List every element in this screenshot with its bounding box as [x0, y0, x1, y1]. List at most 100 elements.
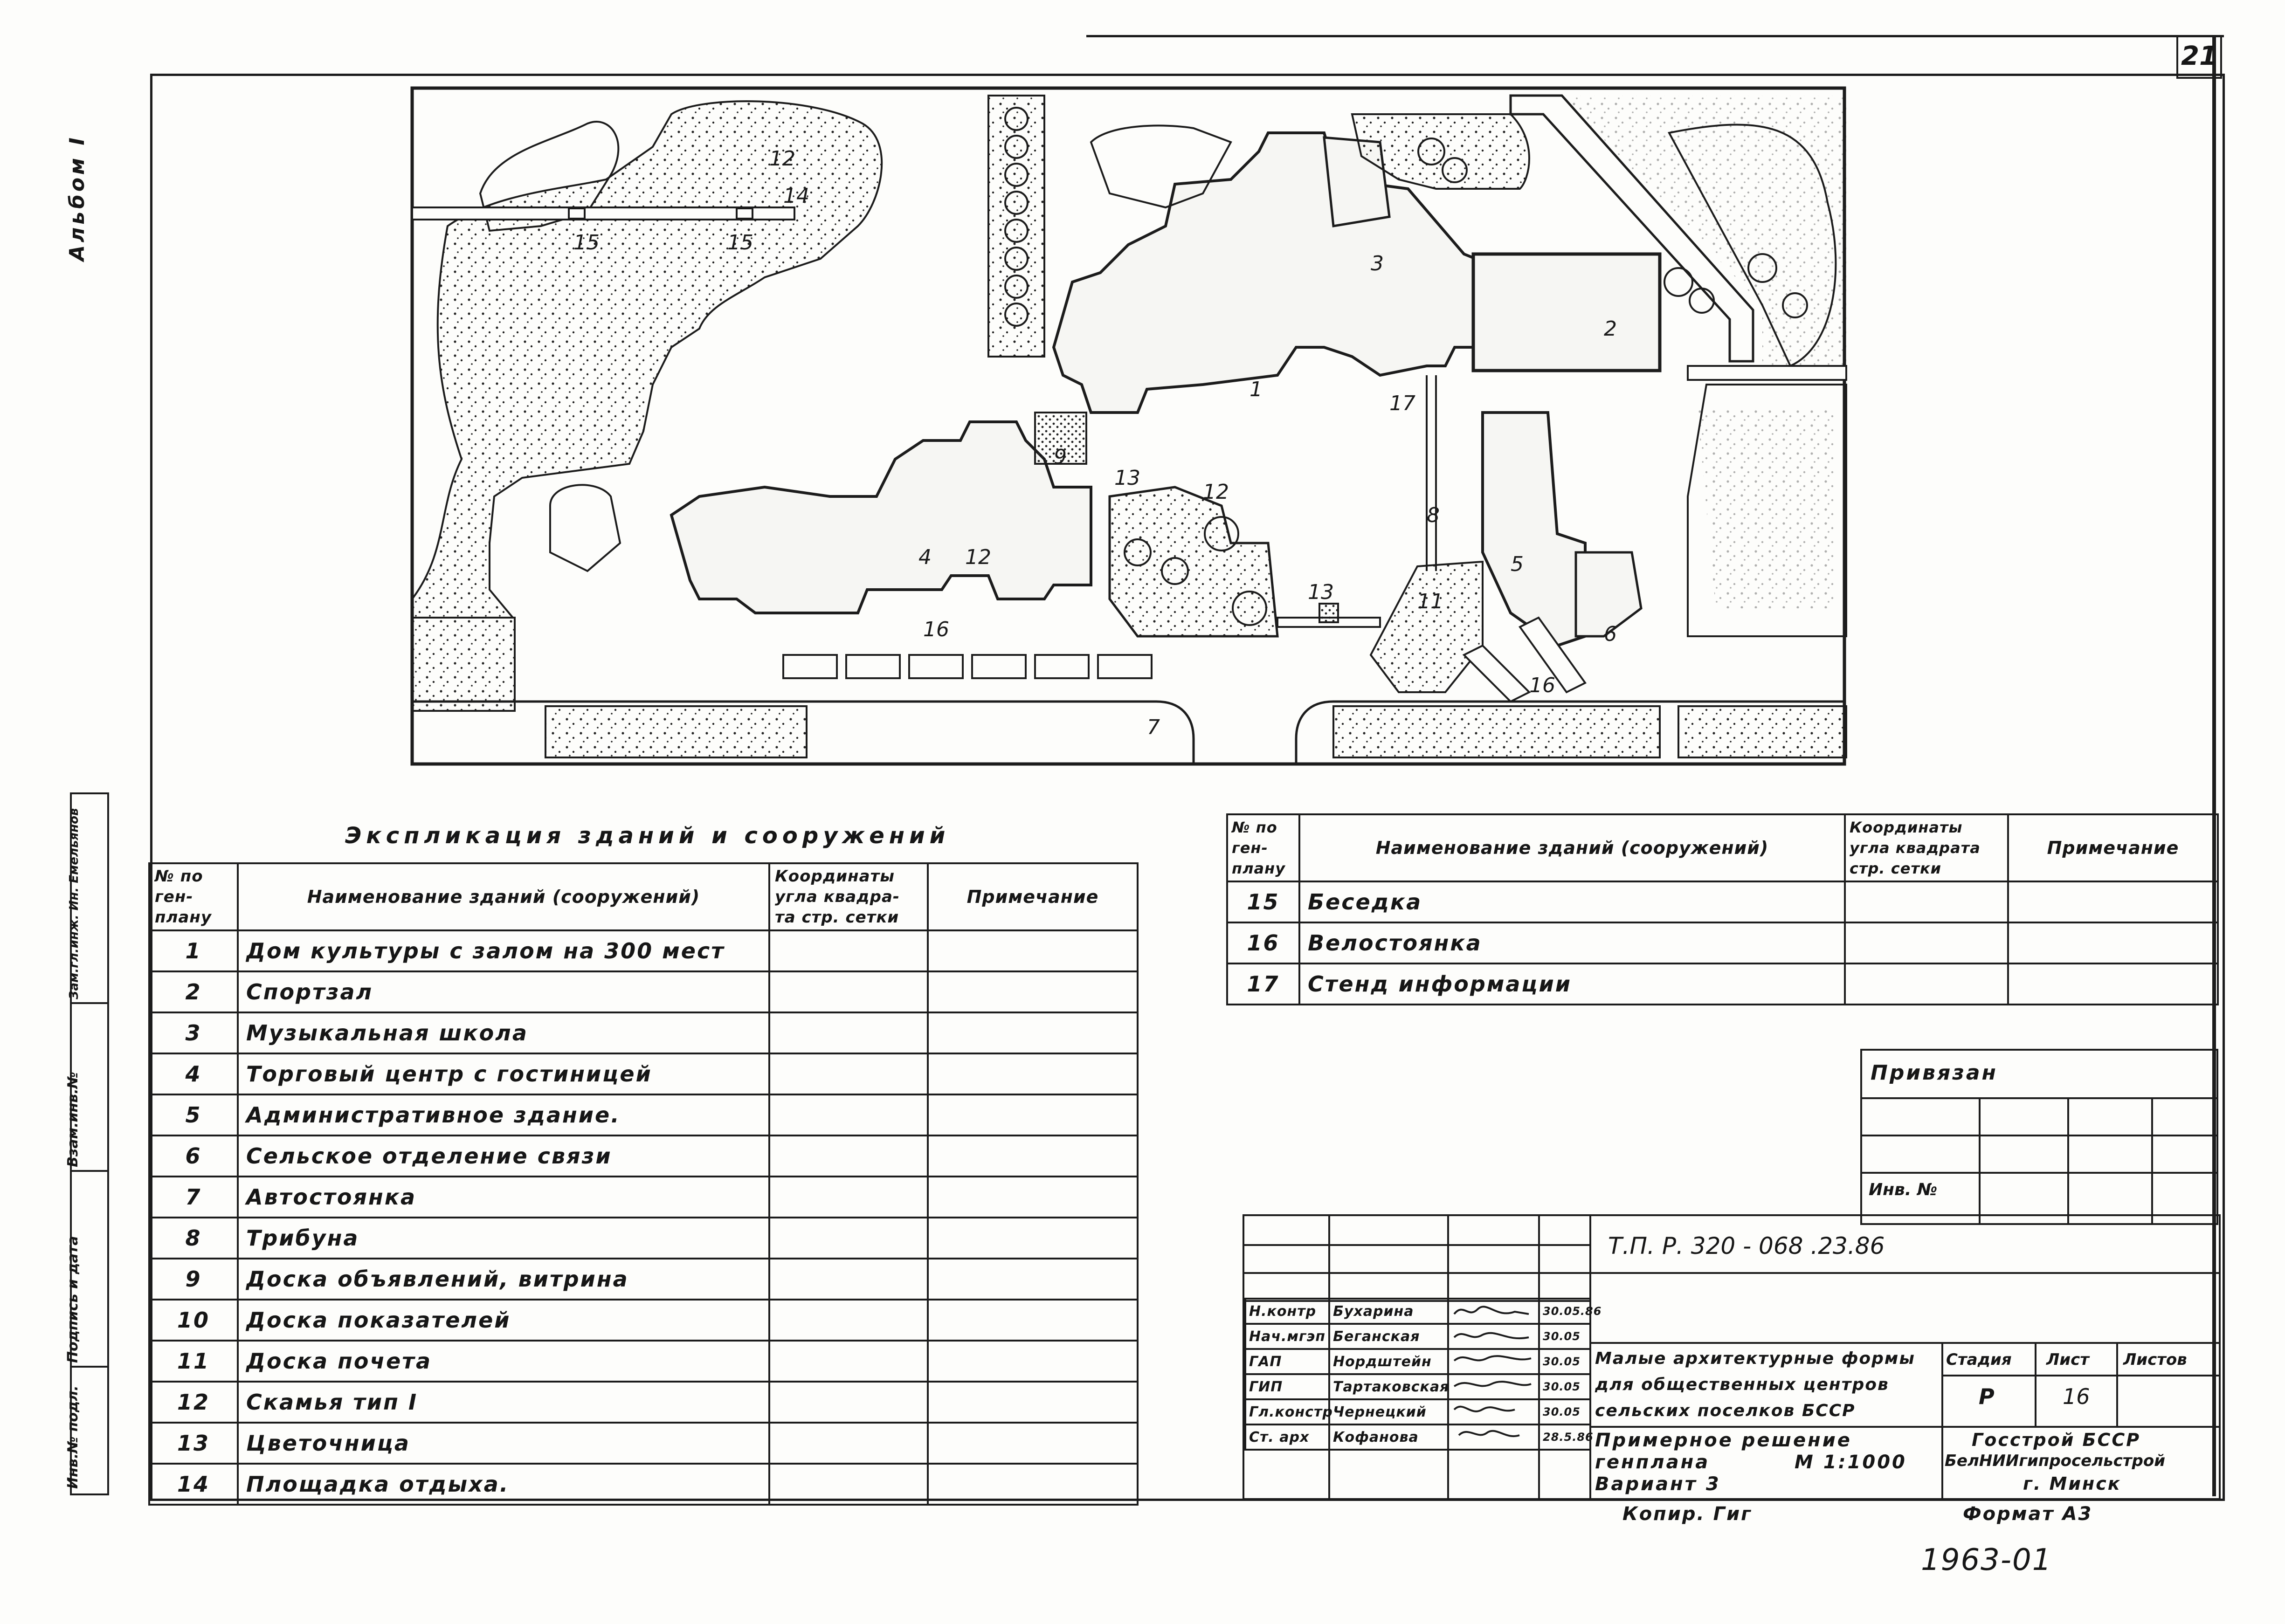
plan-label: 15 — [573, 231, 600, 255]
top-edge-line — [1086, 35, 2224, 37]
green-zone — [549, 484, 621, 572]
green-zone — [1562, 96, 1846, 375]
plan-label: 12 — [965, 545, 991, 569]
green-zone — [1697, 408, 1837, 608]
scale: М 1:1000 — [1795, 1452, 1907, 1473]
road-bottom — [412, 700, 1844, 765]
site-plan: 1 2 3 4 5 6 7 8 9 11 12 12 12 13 13 14 1… — [410, 86, 1847, 766]
plan-label: 5 — [1511, 552, 1524, 576]
project-title: Малые архитектурные формы для общественн… — [1595, 1349, 1915, 1420]
drawing-title-2: генплана — [1595, 1452, 1710, 1473]
road — [411, 206, 795, 220]
green-zone — [1667, 124, 1837, 367]
tree-alley — [987, 95, 1045, 358]
org-3: г. Минск — [2023, 1473, 2121, 1494]
plan-label: 6 — [1604, 622, 1617, 646]
plan-label: 14 — [783, 184, 809, 208]
col-header: Наименование зданий (сооружений) — [1298, 813, 1846, 882]
explication-title: Экспликация зданий и сооружений — [345, 823, 950, 849]
col-header: Примечание — [2007, 813, 2219, 882]
road — [1687, 365, 1847, 381]
binding-inv-label: Инв. № — [1869, 1180, 1938, 1199]
building-6 — [1574, 551, 1643, 638]
plan-label: 16 — [923, 618, 949, 641]
plan-label: 12 — [1203, 480, 1229, 504]
plan-label: 2 — [1604, 317, 1617, 341]
green-zone — [1687, 384, 1847, 637]
page-number: 21 — [2176, 35, 2222, 79]
green-zone — [1351, 113, 1530, 190]
binding-block: Привязан Инв. № — [1860, 1049, 2218, 1225]
trees-right — [1664, 253, 1808, 318]
side-stamp-cell: Зам.гл.инж. Ин. Емельянов — [67, 808, 81, 999]
path — [1426, 375, 1437, 571]
plan-labels: 1 2 3 4 5 6 7 8 9 11 12 12 12 13 13 14 1… — [573, 147, 1617, 739]
stage-header: Стадия — [1946, 1350, 2012, 1369]
col-header: № по ген- плану — [148, 862, 239, 931]
honor-board-area — [1369, 560, 1484, 693]
table-header: № по ген- плану Наименование зданий (соо… — [148, 862, 1139, 931]
side-stamp-cell: Инв.№ подл. — [65, 1366, 107, 1493]
doc-code: Т.П. Р. 320 - 068 .23.86 — [1608, 1232, 1885, 1259]
path — [1277, 617, 1381, 628]
diagonal-strips — [1462, 616, 1587, 703]
board-9 — [1034, 412, 1087, 465]
green-zone — [1332, 705, 1661, 758]
sheet-frame — [150, 74, 2225, 1501]
signature-scribbles — [1453, 1306, 1532, 1437]
sheet-frame-right-edge — [2212, 37, 2216, 1496]
plan-label: 11 — [1417, 590, 1443, 613]
building-4 — [670, 420, 1092, 614]
side-stamp-cell: Взам.инв.№ — [65, 1002, 107, 1172]
plan-label: 8 — [1427, 503, 1440, 527]
green-zone — [1678, 705, 1847, 758]
plan-label: 1 — [1250, 378, 1263, 401]
drawing-title-3: Вариант 3 — [1595, 1473, 1721, 1495]
table-header: № по ген- плану Наименование зданий (соо… — [1226, 813, 2219, 882]
stage-value: Р — [1979, 1384, 1995, 1409]
building-1-complex — [1052, 131, 1522, 414]
plan-label: 17 — [1389, 392, 1415, 415]
org-1: Госстрой БССР — [1972, 1430, 2141, 1450]
building-2 — [1471, 252, 1662, 372]
explication-table: № по ген- плану Наименование зданий (соо… — [148, 862, 1139, 1506]
plan-label: 4 — [918, 545, 932, 569]
corner-number: 1963-01 — [1921, 1543, 2052, 1577]
tree-alley-trees — [1004, 107, 1029, 327]
plaza-trees — [1124, 516, 1267, 626]
road — [1509, 94, 1754, 363]
plan-label: 12 — [769, 147, 795, 171]
format-label: Формат А3 — [1963, 1503, 2093, 1525]
pavilion-15 — [736, 207, 753, 220]
plan-label: 9 — [1054, 445, 1067, 469]
green-zone — [545, 705, 808, 758]
side-stamp: Инв.№ подл. Подпись и дата Взам.инв.№ За… — [65, 792, 109, 1495]
green-zone — [411, 617, 516, 712]
green-zone — [1090, 124, 1232, 209]
col-header: Примечание — [927, 862, 1139, 931]
green-zone — [411, 100, 883, 619]
parking-stalls — [782, 654, 1153, 679]
col-header: Наименование зданий (сооружений) — [237, 862, 770, 931]
side-stamp-cell: Подпись и дата — [65, 1170, 107, 1368]
